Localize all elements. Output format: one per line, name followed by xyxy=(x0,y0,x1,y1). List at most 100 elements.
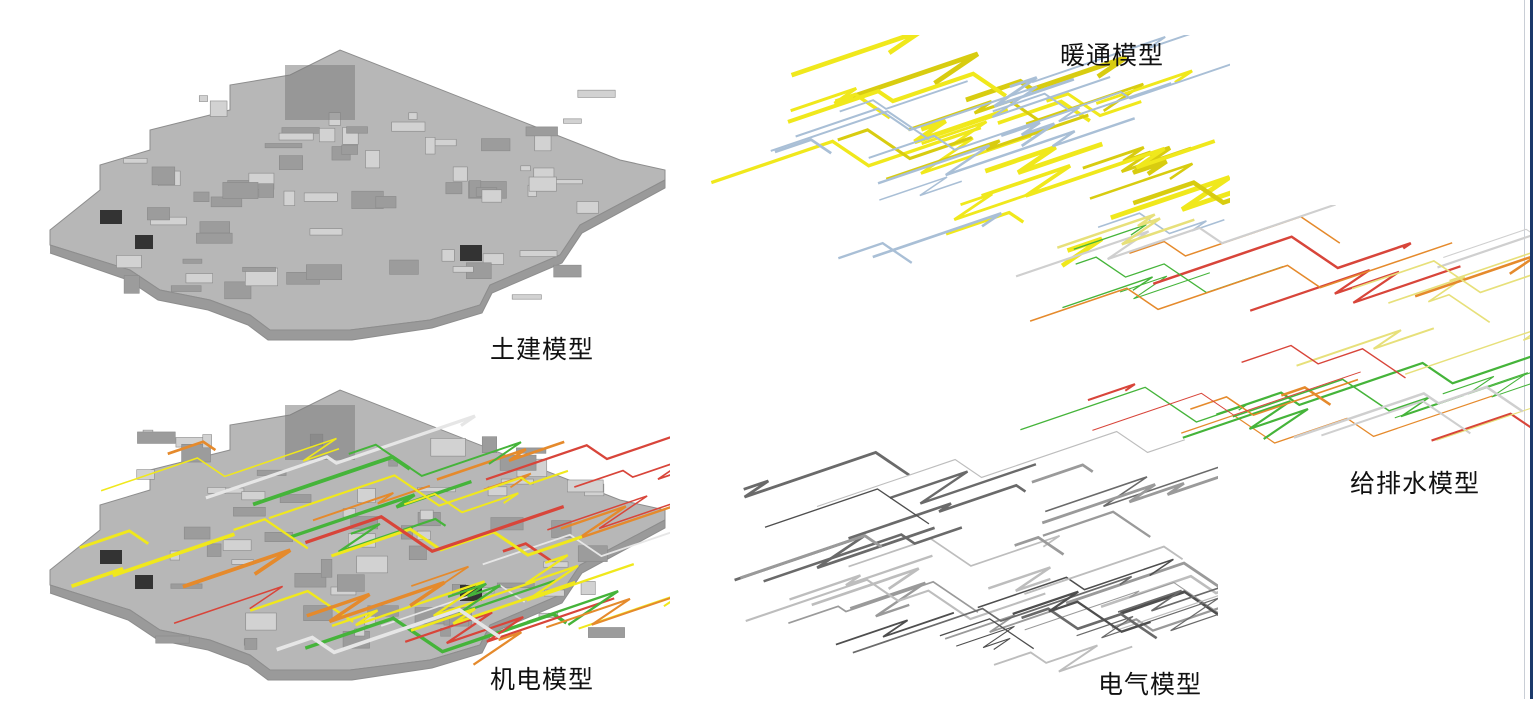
mep-line xyxy=(472,631,523,666)
mep-line xyxy=(233,518,309,550)
plumbing-pipe xyxy=(1296,327,1435,367)
hvac-duct xyxy=(837,128,973,161)
slab-shaft xyxy=(100,550,122,564)
plumbing-pipe xyxy=(1232,378,1464,418)
hvac-pipe xyxy=(1000,121,1056,148)
slab-detail xyxy=(588,627,625,638)
plumbing-model-panel xyxy=(990,205,1530,490)
slab-detail xyxy=(170,285,202,292)
mep-line xyxy=(403,492,519,514)
electrical-line xyxy=(889,463,1037,505)
plumbing-pipe xyxy=(1129,215,1341,257)
slab-detail xyxy=(222,539,252,551)
hvac-duct xyxy=(953,187,1047,221)
plumbing-pipe xyxy=(1249,265,1461,312)
hvac-duct xyxy=(834,92,891,120)
slab-detail xyxy=(356,555,388,574)
plumbing-pipe xyxy=(1119,272,1210,300)
electrical-line xyxy=(848,534,1061,568)
slab-detail xyxy=(511,294,542,300)
plumbing-pipe xyxy=(1182,400,1309,440)
mep-line xyxy=(485,436,670,481)
hvac-pipe xyxy=(992,63,1230,113)
mep-line xyxy=(502,542,553,563)
mep-line xyxy=(312,484,431,522)
slab-detail xyxy=(123,158,148,164)
slab-detail xyxy=(408,112,418,120)
mep-line xyxy=(205,414,476,500)
plumbing-pipe xyxy=(1414,255,1530,298)
mep-line xyxy=(100,437,340,492)
hvac-model-drawing xyxy=(710,35,1230,268)
plumbing-pipe xyxy=(1321,399,1471,437)
slab-detail xyxy=(155,635,190,644)
slab-detail xyxy=(430,438,466,457)
slab-detail xyxy=(388,460,398,467)
mep-line xyxy=(304,505,565,554)
hvac-pipe xyxy=(839,80,968,113)
slab-detail xyxy=(441,249,455,262)
mep-line xyxy=(348,441,522,477)
slab-detail xyxy=(567,479,604,493)
plumbing-pipe xyxy=(1351,259,1530,294)
plumbing-pipe xyxy=(1073,224,1147,250)
electrical-line xyxy=(1014,535,1065,556)
plumbing-pipe xyxy=(1029,242,1453,322)
electrical-line xyxy=(745,578,1046,623)
slab-detail xyxy=(303,192,338,202)
electrical-line xyxy=(977,558,1174,609)
plumbing-pipe xyxy=(1280,386,1332,406)
plumbing-pipe xyxy=(1293,385,1524,439)
slab-detail xyxy=(337,574,365,592)
slab-detail xyxy=(306,264,343,280)
hvac-duct xyxy=(1089,162,1194,200)
electrical-line xyxy=(939,618,1035,650)
electrical-line xyxy=(956,625,1015,650)
slab-detail xyxy=(281,127,320,134)
hvac-pipe xyxy=(879,176,963,201)
hvac-duct xyxy=(1095,69,1193,105)
slab-detail xyxy=(346,126,368,134)
slab-detail xyxy=(481,138,511,152)
hvac-duct xyxy=(1132,180,1230,206)
hvac-pipe xyxy=(795,76,1111,138)
electrical-line xyxy=(987,566,1052,592)
slab-shaft xyxy=(100,210,122,224)
slab-side xyxy=(49,519,666,681)
slab-detail xyxy=(519,250,558,257)
slab-detail xyxy=(199,221,230,234)
slab-detail xyxy=(320,559,333,578)
slab-detail xyxy=(136,469,155,480)
mep-model-label: 机电模型 xyxy=(490,665,595,694)
mep-line xyxy=(268,469,569,520)
plumbing-pipe xyxy=(1241,344,1406,379)
slab-side xyxy=(49,179,666,341)
mep-line xyxy=(173,585,284,624)
slab-detail xyxy=(147,207,170,221)
slab-detail xyxy=(233,507,266,517)
slab-detail xyxy=(576,201,599,214)
hvac-duct xyxy=(710,126,982,185)
mep-line xyxy=(447,579,556,615)
plumbing-pipe xyxy=(1436,407,1530,441)
plumbing-pipe xyxy=(1431,412,1530,442)
hvac-duct xyxy=(984,141,1104,175)
slab-detail xyxy=(278,132,314,141)
mep-line xyxy=(249,589,354,623)
slab-detail xyxy=(264,532,294,542)
slab-detail xyxy=(490,517,524,531)
hvac-model-panel xyxy=(700,35,1230,300)
electrical-line xyxy=(944,608,1058,640)
plumbing-pipe xyxy=(1092,371,1361,431)
slab-shaft xyxy=(460,245,482,261)
hvac-duct xyxy=(945,210,1025,236)
slab-detail xyxy=(258,183,274,198)
slab-detail xyxy=(116,255,142,269)
slab-detail xyxy=(185,273,214,284)
electrical-line xyxy=(852,575,1133,654)
electrical-line xyxy=(1076,597,1218,639)
slab-detail xyxy=(434,138,457,147)
electrical-line xyxy=(743,450,910,499)
electrical-line xyxy=(1021,607,1158,640)
plumbing-pipe xyxy=(1437,234,1530,269)
